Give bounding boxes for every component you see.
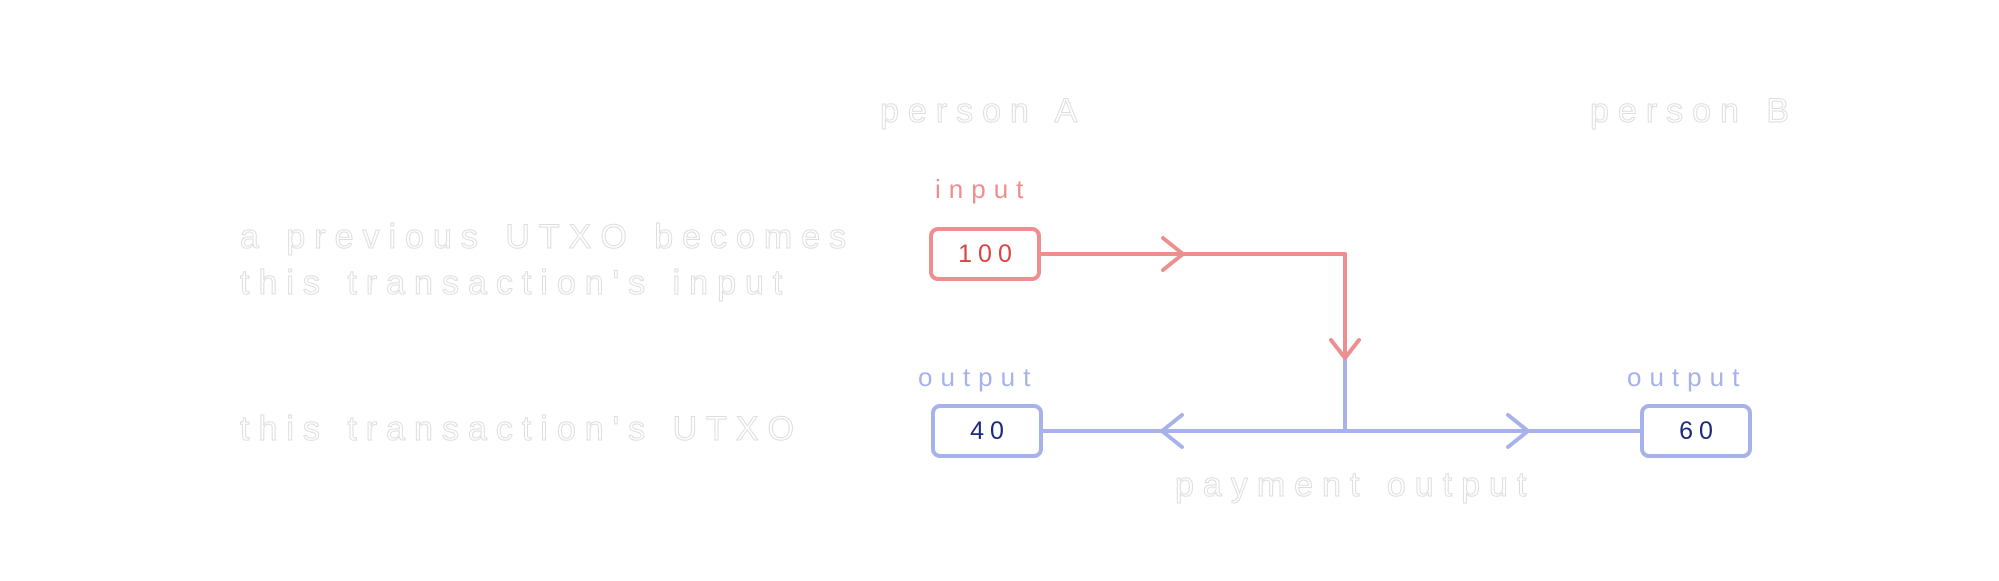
- person-a-label: person A: [879, 92, 1087, 131]
- arrow-head-output-a: [1160, 413, 1184, 449]
- output-b-value-box: 60: [1640, 404, 1752, 458]
- output-a-value: 40: [970, 416, 1010, 445]
- output-role-label-b: output: [1627, 362, 1748, 392]
- arrow-head-output-b: [1506, 413, 1530, 449]
- arrow-head-input: [1161, 236, 1185, 272]
- output-role-label-a: output: [918, 362, 1039, 392]
- input-value-box: 100: [929, 227, 1041, 281]
- output-b-value: 60: [1679, 416, 1719, 445]
- input-value: 100: [958, 239, 1018, 268]
- input-connector-line: [1039, 252, 1347, 354]
- output-a-value-box: 40: [931, 404, 1043, 458]
- output-connector-line: [1039, 350, 1642, 433]
- input-description-line-1: a previous UTXO becomes: [239, 218, 856, 257]
- input-description-line-2: this transaction's input: [239, 264, 792, 303]
- payment-output-label: payment output: [1174, 466, 1536, 505]
- utxo-description: this transaction's UTXO: [239, 410, 804, 449]
- person-b-label: person B: [1589, 92, 1799, 131]
- input-role-label: input: [935, 174, 1032, 204]
- arrow-head-down: [1329, 338, 1361, 360]
